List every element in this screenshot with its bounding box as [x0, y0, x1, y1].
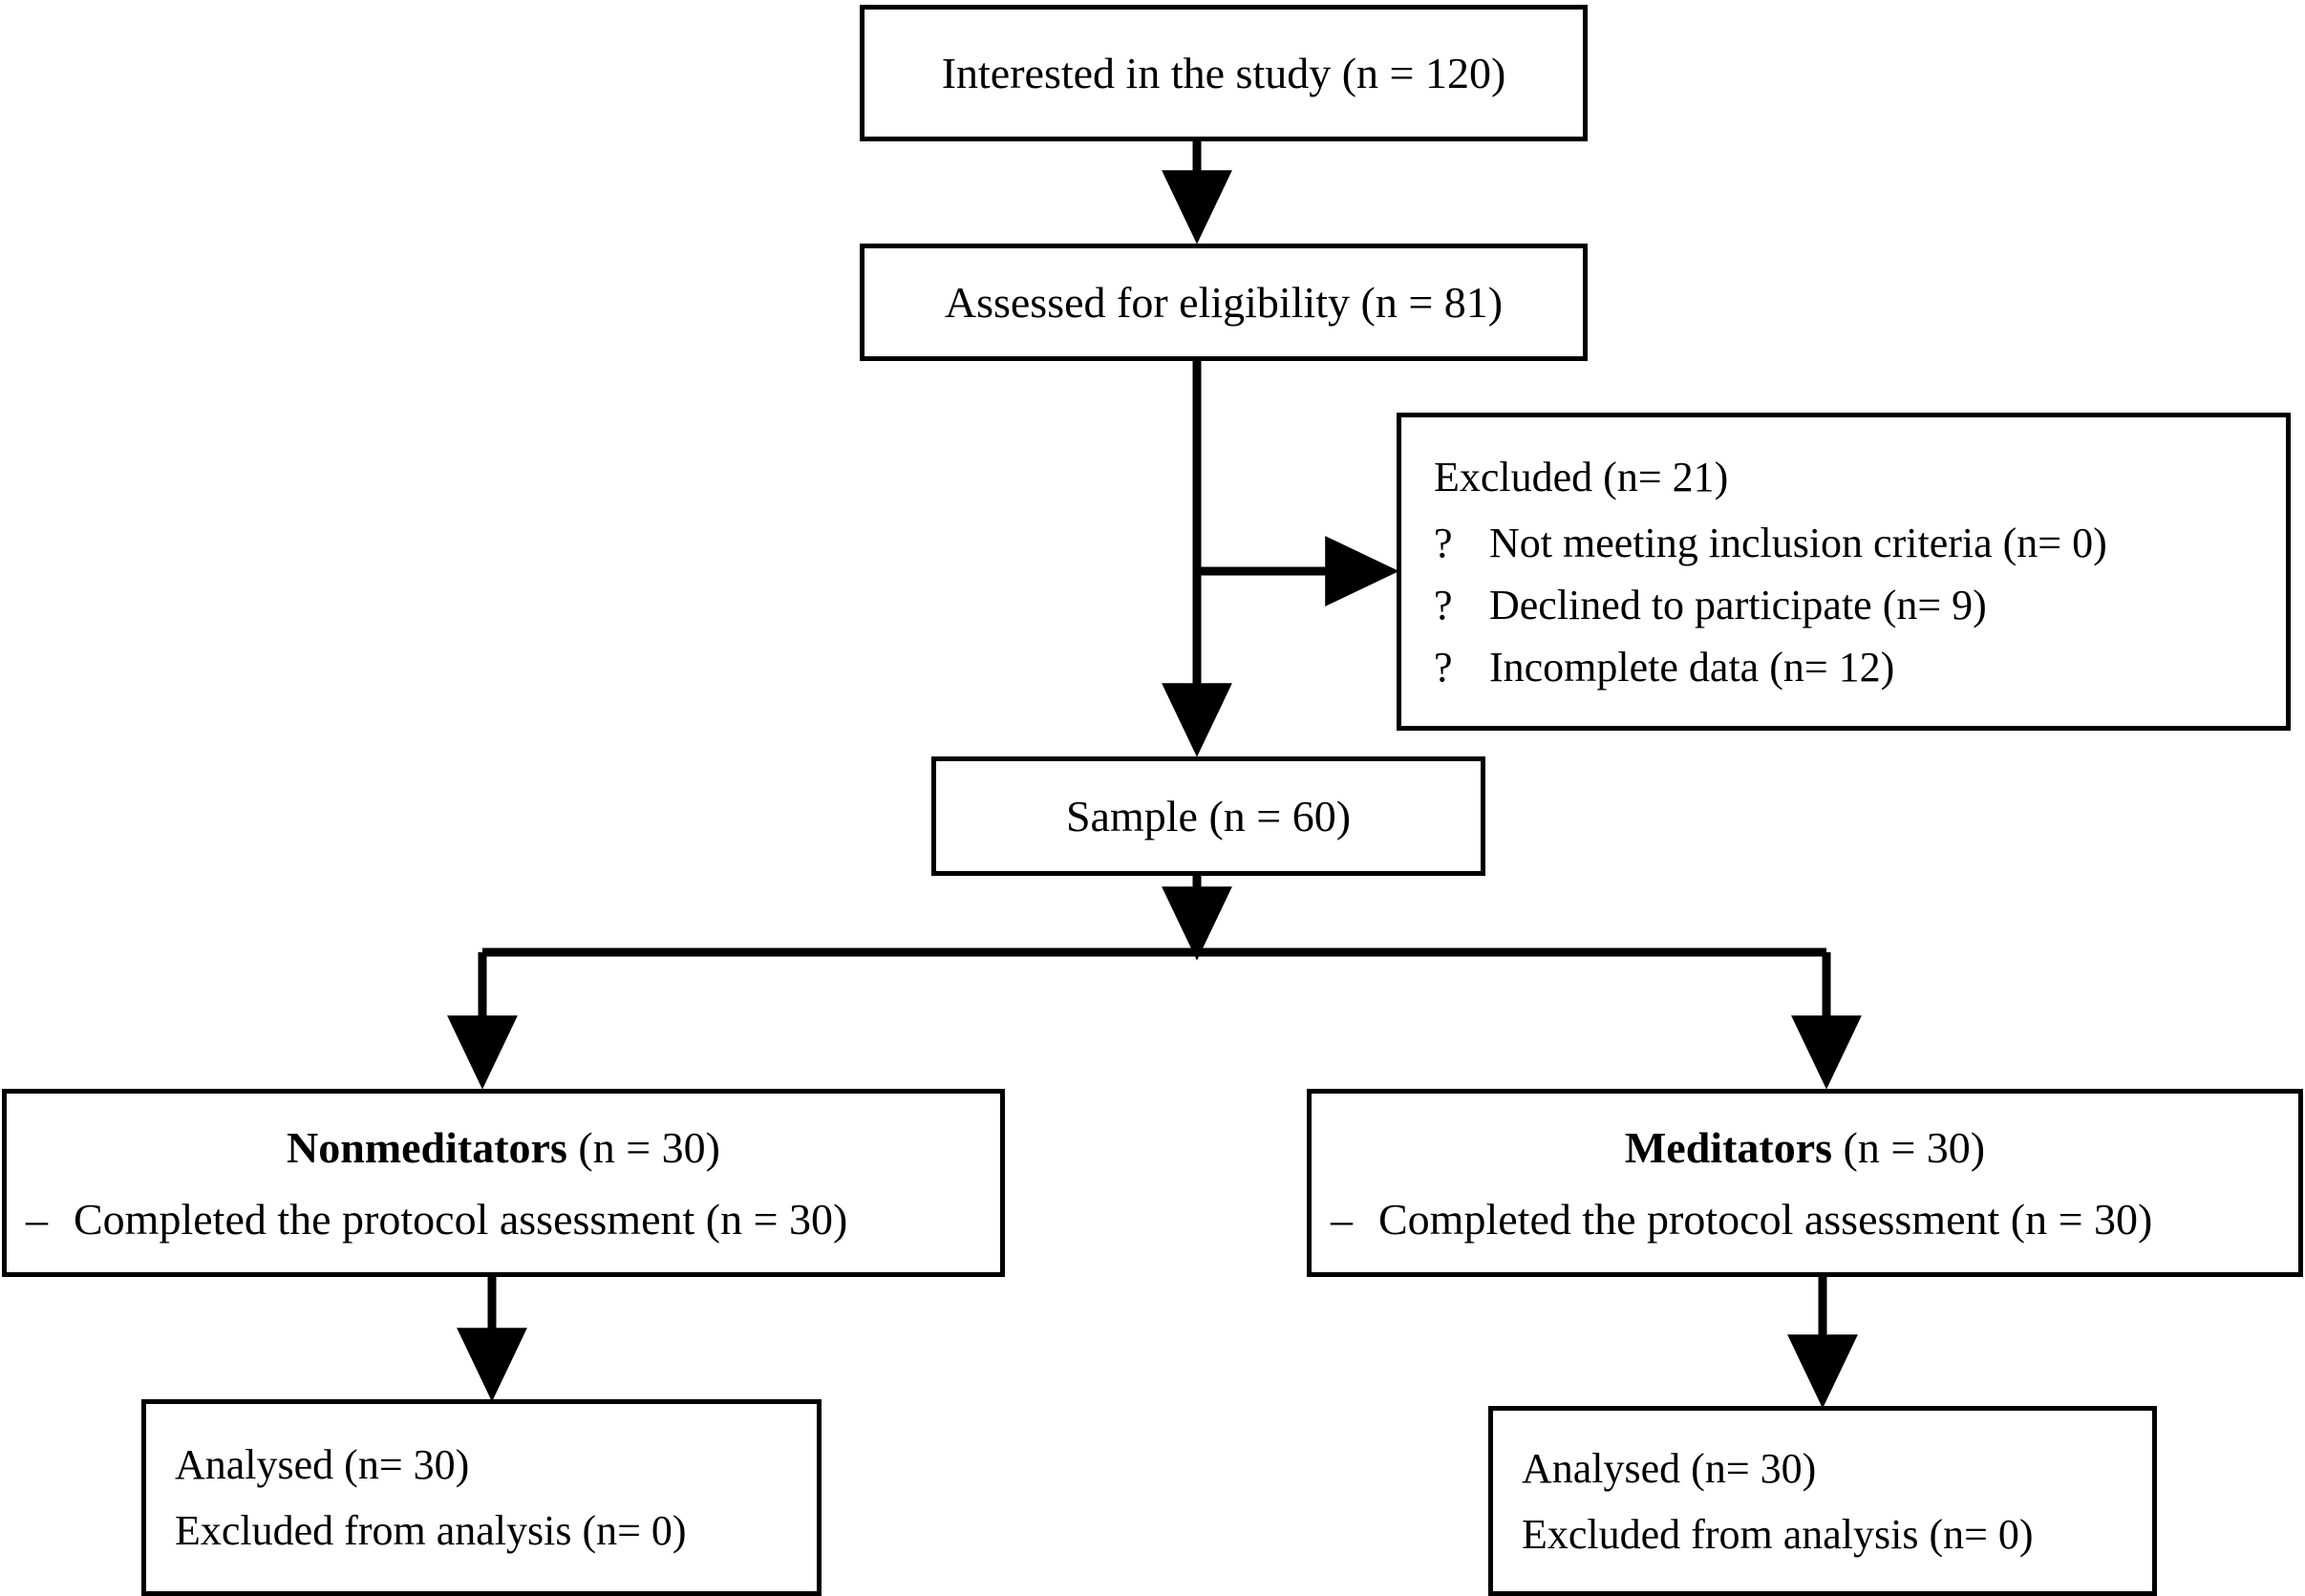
nonmeditators-title-count: (n = 30) [566, 1122, 720, 1172]
analysed-right-line1: Analysed (n= 30) [1522, 1444, 1817, 1492]
excluded-item-label: Declined to participate (n= 9) [1489, 581, 1987, 628]
excluded-list-item: ? Incomplete data (n= 12) [1434, 643, 2253, 692]
dash-glyph-icon: – [1331, 1194, 1353, 1244]
excluded-list-item: ? Not meeting inclusion criteria (n= 0) [1434, 519, 2253, 567]
node-assessed-label: Assessed for eligibility (n = 81) [944, 278, 1504, 327]
bullet-glyph-icon: ? [1434, 643, 1453, 691]
node-sample: Sample (n = 60) [931, 756, 1485, 876]
node-nonmeditators: Nonmeditators (n = 30) – Completed the p… [2, 1089, 1005, 1277]
dash-glyph-icon: – [26, 1194, 48, 1244]
nonmeditators-detail-row: – Completed the protocol assessment (n =… [26, 1194, 981, 1245]
nonmeditators-title: Nonmeditators (n = 30) [26, 1122, 981, 1173]
meditators-title: Meditators (n = 30) [1331, 1122, 2279, 1173]
meditators-detail-row: – Completed the protocol assessment (n =… [1331, 1194, 2279, 1245]
node-interested-label: Interested in the study (n = 120) [941, 49, 1506, 97]
node-excluded: Excluded (n= 21) ? Not meeting inclusion… [1397, 413, 2291, 731]
analysed-left-line1: Analysed (n= 30) [175, 1441, 470, 1488]
connector-sample-to-split [447, 876, 1862, 1090]
excluded-item-label: Incomplete data (n= 12) [1489, 643, 1895, 691]
bullet-glyph-icon: ? [1434, 519, 1453, 566]
meditators-title-count: (n = 30) [1832, 1122, 1986, 1172]
analysed-right-line2: Excluded from analysis (n= 0) [1522, 1510, 2034, 1558]
bullet-glyph-icon: ? [1434, 581, 1453, 628]
excluded-item-label: Not meeting inclusion criteria (n= 0) [1489, 519, 2107, 566]
nonmeditators-detail-label: Completed the protocol assessment (n = 3… [74, 1194, 848, 1244]
node-analysed-nonmeditators: Analysed (n= 30) Excluded from analysis … [141, 1399, 822, 1596]
analysed-left-line2: Excluded from analysis (n= 0) [175, 1507, 687, 1554]
node-sample-label: Sample (n = 60) [1065, 792, 1352, 841]
excluded-list-item: ? Declined to participate (n= 9) [1434, 581, 2253, 629]
node-meditators: Meditators (n = 30) – Completed the prot… [1307, 1089, 2303, 1277]
nonmeditators-title-bold: Nonmeditators [287, 1122, 567, 1172]
meditators-title-bold: Meditators [1624, 1122, 1833, 1172]
meditators-detail-label: Completed the protocol assessment (n = 3… [1378, 1194, 2153, 1244]
node-interested-in-study: Interested in the study (n = 120) [860, 5, 1588, 141]
excluded-heading: Excluded (n= 21) [1434, 453, 1729, 500]
node-assessed-for-eligibility: Assessed for eligibility (n = 81) [860, 244, 1588, 361]
node-analysed-meditators: Analysed (n= 30) Excluded from analysis … [1488, 1406, 2157, 1596]
